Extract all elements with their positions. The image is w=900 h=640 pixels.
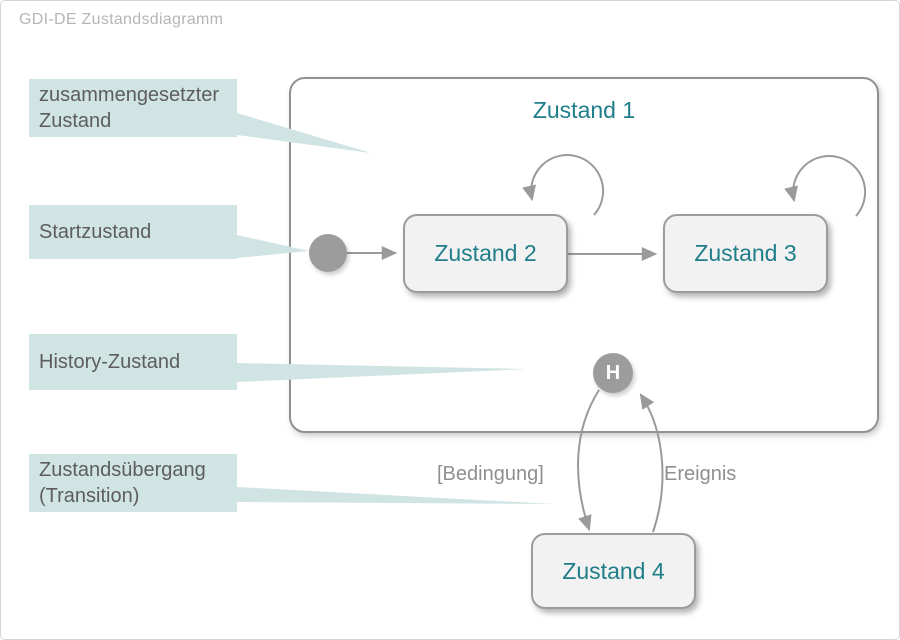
- transition-condition-label: [Bedingung]: [437, 463, 544, 485]
- state-zustand3: Zustand 3: [663, 214, 828, 293]
- state-zustand2: Zustand 2: [403, 214, 568, 293]
- annotation-history-state: History-Zustand: [29, 334, 237, 390]
- state-label: Zustand 4: [562, 557, 665, 584]
- callout-pointer-transition: [237, 487, 554, 504]
- annotation-start-state: Startzustand: [29, 205, 237, 259]
- annotation-label: History-Zustand: [39, 351, 181, 373]
- annotation-label: zusammengesetzter Zustand: [39, 84, 220, 132]
- state-zustand4: Zustand 4: [531, 533, 696, 609]
- annotation-composite-state: zusammengesetzter Zustand: [29, 79, 237, 137]
- state-label: Zustand 2: [434, 240, 537, 266]
- state-label: Zustand 3: [694, 240, 797, 266]
- history-state-node: H: [593, 353, 633, 393]
- page-title: GDI-DE Zustandsdiagramm: [19, 11, 224, 28]
- annotation-label: Zustandsübergang (Transition): [39, 459, 206, 507]
- start-state-dot: [309, 234, 347, 272]
- composite-state-label: Zustand 1: [532, 97, 636, 123]
- annotation-transition: Zustandsübergang (Transition): [29, 454, 237, 512]
- transition-event-label: Ereignis: [664, 463, 737, 485]
- history-state-letter: H: [605, 361, 621, 384]
- annotation-label: Startzustand: [39, 221, 152, 243]
